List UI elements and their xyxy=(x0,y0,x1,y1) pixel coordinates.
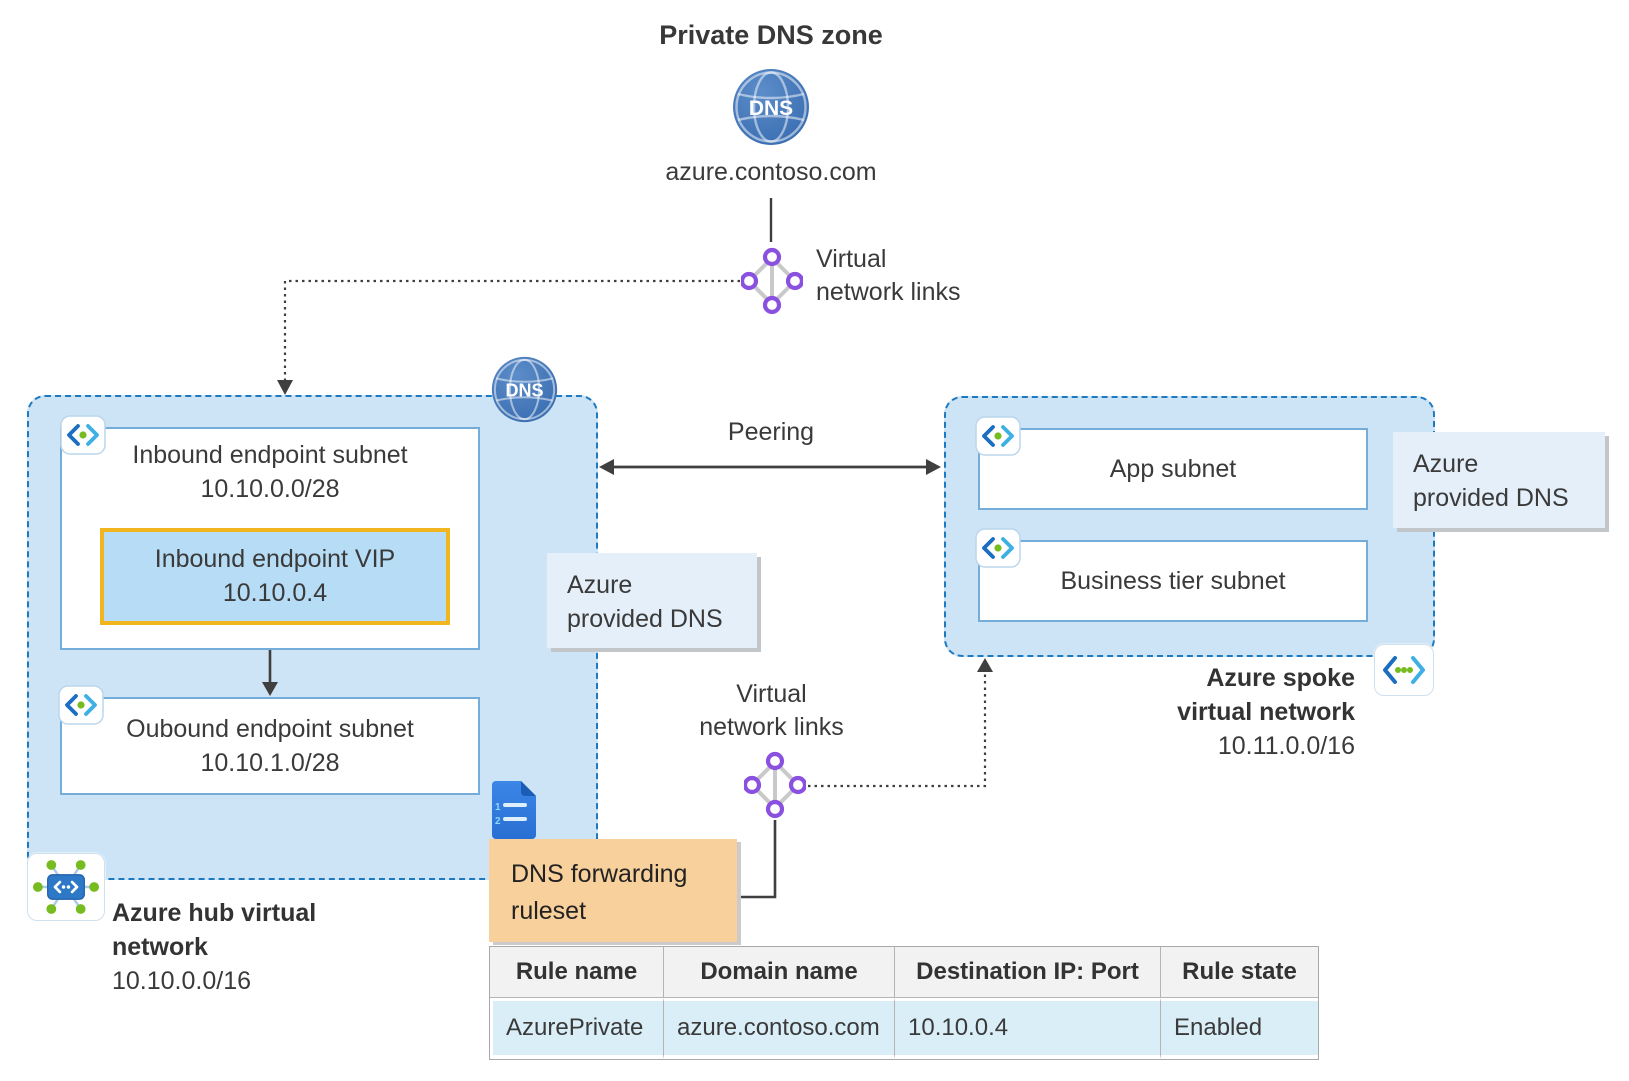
cell-domain-name: azure.contoso.com xyxy=(664,998,895,1059)
outbound-endpoint-subnet-box: Oubound endpoint subnet 10.10.1.0/28 xyxy=(60,697,480,795)
dns-resolver-globe-icon: DNS xyxy=(491,356,558,423)
spoke-network-label: Azure spoke virtual network 10.11.0.0/16 xyxy=(1055,661,1355,763)
svg-text:2: 2 xyxy=(495,816,501,827)
virtual-network-links-label: Virtual network links xyxy=(816,245,961,306)
col-rule-state: Rule state xyxy=(1161,947,1318,998)
col-destination: Destination IP: Port xyxy=(895,947,1161,998)
hub-network-cidr: 10.10.0.0/16 xyxy=(112,967,252,995)
hub-network-label: Azure hub virtual network 10.10.0.0/16 xyxy=(112,896,316,998)
virtual-network-links-icon xyxy=(742,751,808,819)
virtual-network-links-label: Virtual network links xyxy=(699,680,844,741)
azure-provided-dns-callout: Azure provided DNS xyxy=(1393,432,1605,528)
business-tier-subnet-label: Business tier subnet xyxy=(1060,566,1286,595)
col-domain-name: Domain name xyxy=(664,947,895,998)
spoke-network-cidr: 10.11.0.0/16 xyxy=(1217,732,1355,760)
dns-globe-text: DNS xyxy=(505,380,543,400)
private-dns-zone-title: Private DNS zone xyxy=(659,20,883,50)
cell-rule-state: Enabled xyxy=(1161,998,1318,1059)
inbound-subnet-cidr: 10.10.0.0/28 xyxy=(200,475,340,503)
cell-rule-name: AzurePrivate xyxy=(490,998,664,1059)
table-header-row: Rule name Domain name Destination IP: Po… xyxy=(490,947,1318,998)
vip-ip: 10.10.0.4 xyxy=(222,579,328,607)
dns-forwarding-ruleset-box: DNS forwarding ruleset xyxy=(489,839,737,942)
subnet-icon xyxy=(60,415,106,460)
outbound-subnet-cidr: 10.10.1.0/28 xyxy=(200,748,340,777)
svg-text:1: 1 xyxy=(495,802,501,813)
dns-globe-text: DNS xyxy=(749,97,793,120)
subnet-icon xyxy=(975,528,1021,573)
inbound-endpoint-vip-box: Inbound endpoint VIP 10.10.0.4 xyxy=(100,528,450,625)
dns-globe-icon: DNS xyxy=(732,68,810,146)
vip-name: Inbound endpoint VIP xyxy=(154,545,396,573)
outbound-subnet-name: Oubound endpoint subnet xyxy=(126,714,414,743)
business-tier-subnet-box: Business tier subnet xyxy=(978,540,1368,622)
app-subnet-label: App subnet xyxy=(1109,454,1237,483)
private-dns-zone-domain: azure.contoso.com xyxy=(665,158,877,186)
inbound-subnet-name: Inbound endpoint subnet xyxy=(132,441,408,469)
ruleset-document-icon: 1 2 xyxy=(489,779,539,841)
cell-destination: 10.10.0.4 xyxy=(895,998,1161,1059)
ruleset-table: Rule name Domain name Destination IP: Po… xyxy=(489,946,1319,1060)
table-row: AzurePrivate azure.contoso.com 10.10.0.4… xyxy=(490,998,1318,1059)
peering-label: Peering xyxy=(727,418,815,446)
subnet-icon xyxy=(58,685,104,730)
subnet-icon xyxy=(975,416,1021,461)
spoke-virtual-network-icon xyxy=(1374,644,1434,696)
hub-virtual-network-icon xyxy=(27,853,105,921)
virtual-network-links-icon xyxy=(739,247,805,315)
col-rule-name: Rule name xyxy=(490,947,664,998)
app-subnet-box: App subnet xyxy=(978,428,1368,510)
azure-provided-dns-callout: Azure provided DNS xyxy=(547,553,757,648)
